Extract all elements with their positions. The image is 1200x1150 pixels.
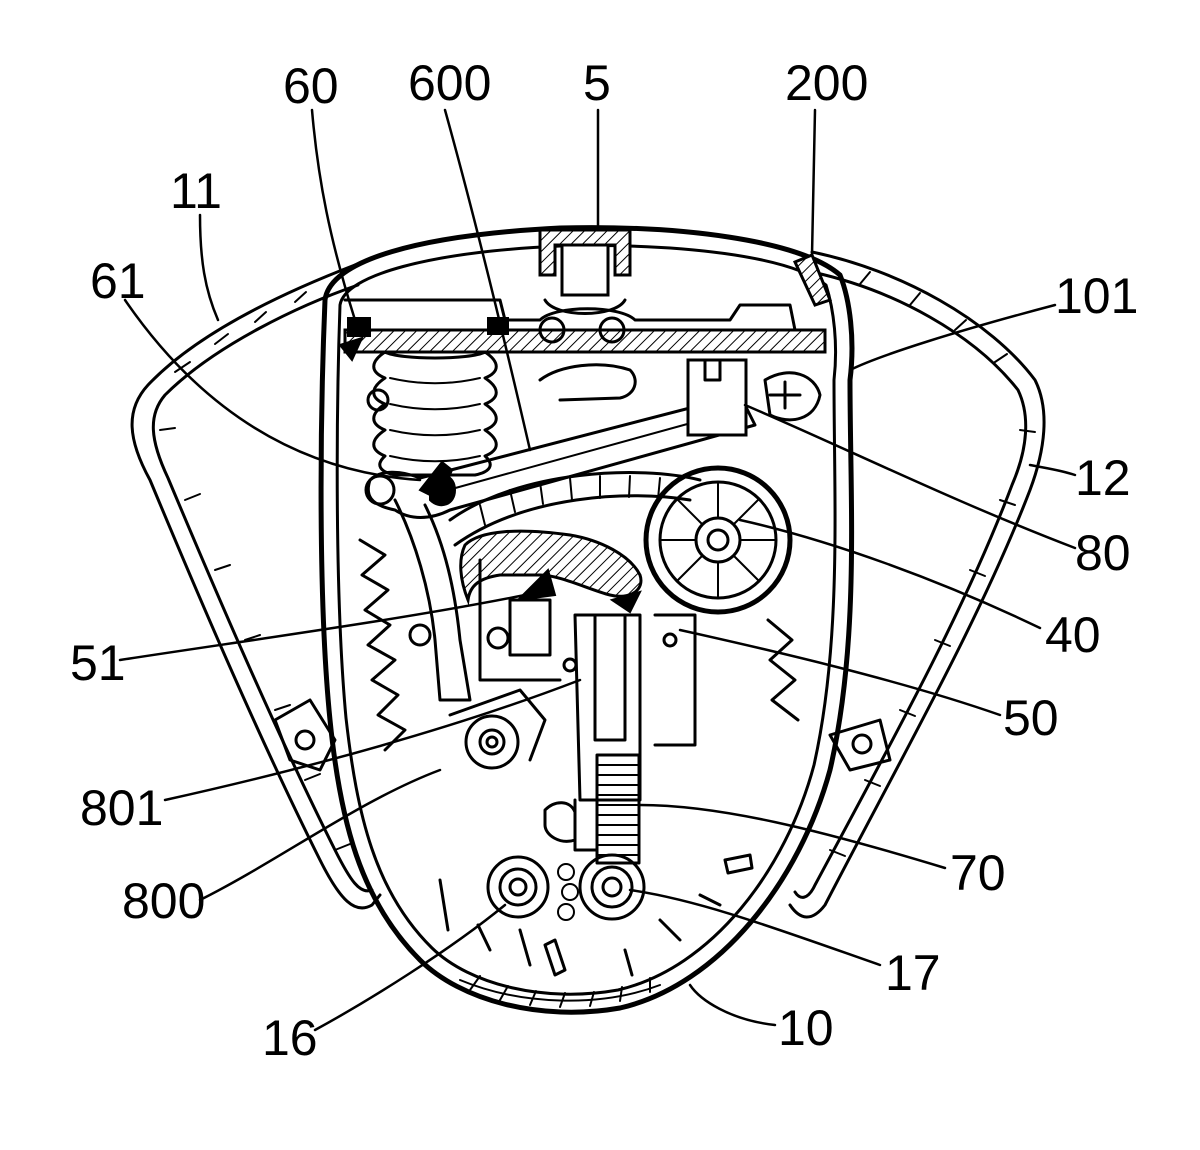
- label-51: 51: [70, 635, 126, 691]
- force-arrows: [340, 338, 455, 505]
- label-5: 5: [583, 55, 611, 111]
- spring-70: [545, 755, 639, 863]
- label-80: 80: [1075, 525, 1131, 581]
- bellows: [368, 352, 496, 475]
- label-17: 17: [885, 945, 941, 1001]
- label-70: 70: [950, 845, 1006, 901]
- label-600: 600: [408, 55, 491, 111]
- rod-50: [480, 560, 695, 800]
- small-gear: [558, 864, 578, 920]
- label-61: 61: [90, 253, 146, 309]
- label-50: 50: [1003, 690, 1059, 746]
- label-200: 200: [785, 55, 868, 111]
- label-10: 10: [778, 1000, 834, 1056]
- label-11: 11: [170, 163, 222, 219]
- roller-17: [580, 855, 644, 919]
- label-16: 16: [262, 1010, 318, 1066]
- label-801: 801: [80, 780, 163, 836]
- wheel-40: [646, 468, 790, 612]
- label-800: 800: [122, 873, 205, 929]
- roller-16: [488, 857, 548, 917]
- top-cover: [345, 230, 830, 352]
- label-12: 12: [1075, 450, 1131, 506]
- label-60: 60: [283, 58, 339, 114]
- label-101: 101: [1055, 268, 1138, 324]
- label-40: 40: [1045, 607, 1101, 663]
